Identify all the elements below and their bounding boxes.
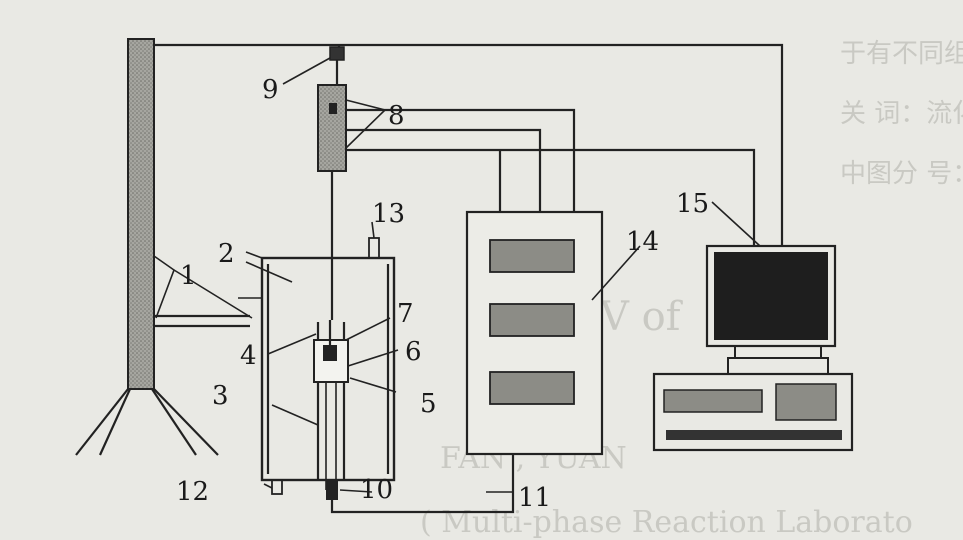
keyboard-strip <box>666 430 842 440</box>
sensor-9 <box>329 46 345 61</box>
bg-text-line6: ( Multi-phase Reaction Laborato <box>420 505 913 540</box>
signal-wires <box>154 43 784 328</box>
label-3: 3 <box>212 381 229 411</box>
monitor-screen <box>714 252 828 340</box>
outlet-13 <box>368 237 380 259</box>
label-10: 10 <box>360 475 393 505</box>
label-2: 2 <box>218 239 235 269</box>
bg-text-line4: V of <box>599 294 684 340</box>
label-1: 1 <box>180 261 197 291</box>
controller-panel-bottom <box>489 371 575 405</box>
background-bleed-text: 于有不同组成的浆液 ，将 ，对 了 关 词：流化 ；粘 法 中图分 号：O 1；… <box>420 39 963 540</box>
controller-panel-top <box>489 239 575 273</box>
label-15: 15 <box>676 189 709 219</box>
probe-10 <box>326 480 338 500</box>
controller-14 <box>465 210 604 456</box>
label-11: 11 <box>518 483 551 513</box>
controller-panel-middle <box>489 303 575 337</box>
computer-case <box>652 372 854 452</box>
wire-11 <box>330 454 515 514</box>
bg-text-line3: 中图分 号：O 1； O 5； TG 11 <box>840 159 963 189</box>
label-14: 14 <box>626 227 659 257</box>
front-panel <box>775 383 837 421</box>
label-8: 8 <box>388 101 405 131</box>
leader-lines <box>153 57 761 493</box>
label-13: 13 <box>372 199 405 229</box>
drain-12 <box>271 479 283 495</box>
bg-text-line2: 关 词：流化 ；粘 法 <box>840 99 963 129</box>
computer-15 <box>652 244 854 452</box>
column-1 <box>75 38 219 456</box>
part-labels: 1 2 3 4 5 6 7 8 9 10 11 12 13 14 15 <box>176 75 709 513</box>
transducer-8 <box>317 84 347 172</box>
label-6: 6 <box>405 337 422 367</box>
label-12: 12 <box>176 477 209 507</box>
label-7: 7 <box>397 299 414 329</box>
label-5: 5 <box>420 389 437 419</box>
disk-drive <box>663 389 763 413</box>
probe-7 <box>323 345 337 361</box>
label-4: 4 <box>240 341 257 371</box>
label-9: 9 <box>262 75 279 105</box>
bg-text-line1: 于有不同组成的浆液 ，将 ，对 了 <box>840 39 963 69</box>
sample-cup-5 <box>313 320 349 383</box>
